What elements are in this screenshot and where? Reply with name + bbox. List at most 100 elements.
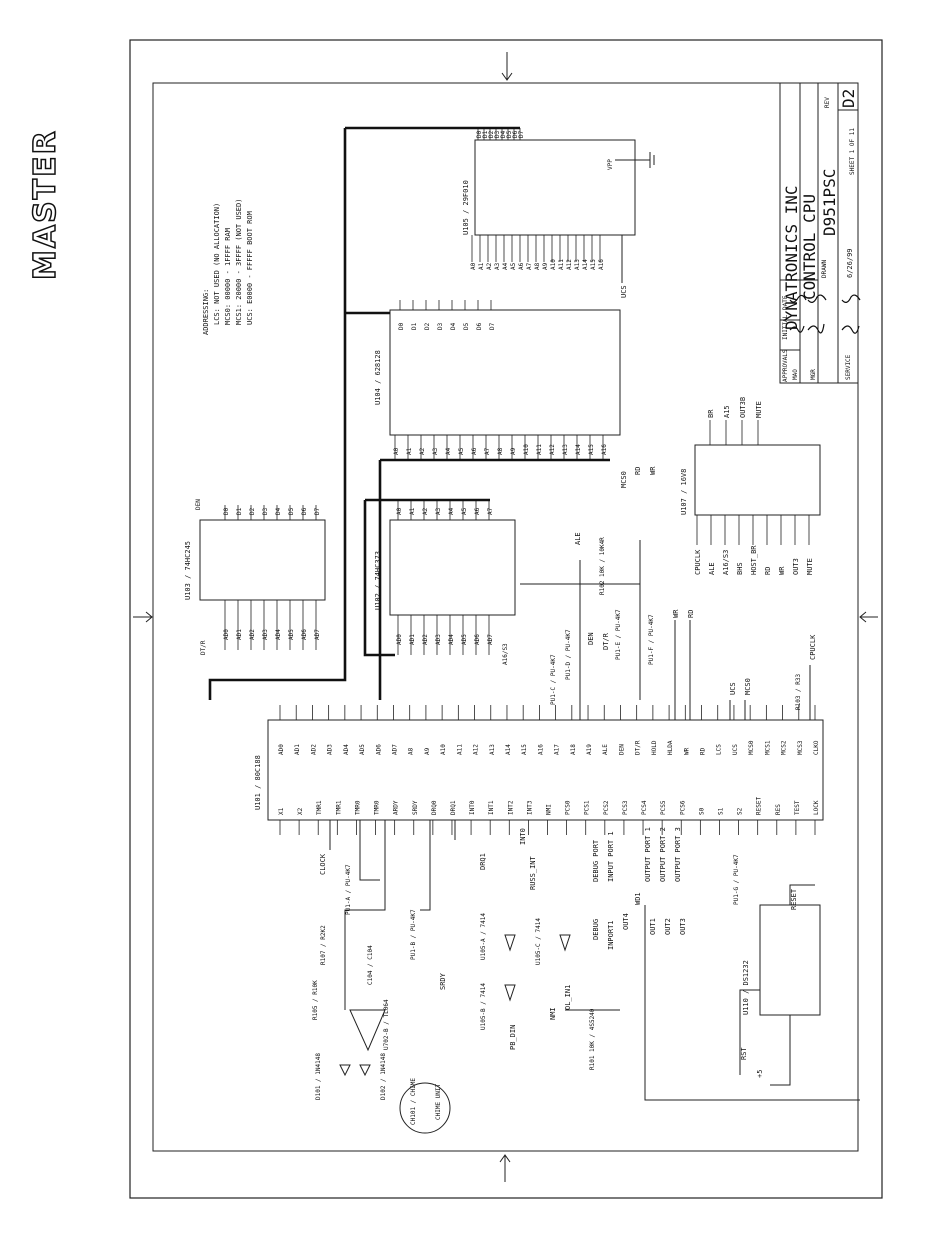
u101-pin-left: S0 [698, 807, 705, 815]
u107-input-label: BHS [736, 562, 744, 575]
u104-addr-label: A13 [562, 444, 569, 455]
u101-pin-left: NMI [546, 804, 553, 815]
u101-pin-left: INT1 [488, 800, 495, 815]
svg-text:OUT1: OUT1 [649, 918, 657, 935]
u103-ad-label: AD1 [236, 629, 243, 640]
svg-text:WR: WR [672, 609, 680, 618]
u101-pin-right: UCS [732, 744, 739, 755]
u101-pin-right: RD [700, 747, 707, 755]
u104-addr-label: A8 [497, 447, 504, 455]
u105-addr-label: A10 [550, 259, 557, 270]
u107-input-label: OUT3 [792, 558, 800, 575]
addressing-line-4: UCS: E0000 - FFFFF BOOT ROM [246, 211, 254, 325]
u101-pin-left: PCS1 [584, 800, 591, 815]
svg-text:DEN: DEN [587, 632, 595, 645]
u101-pin-right: ALE [602, 744, 609, 755]
drawn-label: DRAWN [821, 260, 828, 278]
u101-pin-right: A14 [505, 744, 512, 755]
u107-input-label: HOST_BR [750, 545, 758, 575]
u107-input-label: CPUCLK [694, 549, 702, 575]
svg-text:OUT3: OUT3 [679, 918, 687, 935]
u101-pin-left: S2 [737, 807, 744, 815]
u107-output-label: BR [707, 409, 715, 418]
u102-ad-label: AD5 [461, 634, 468, 645]
u103-data-label: D6 [301, 507, 308, 515]
signatures [789, 294, 861, 334]
u101-pin-right: A8 [408, 747, 415, 755]
u102-a-label: A0 [396, 507, 403, 515]
row-mgr: MGR [810, 369, 817, 380]
u101-pin-left: TMR1 [335, 800, 342, 815]
u110-reset: U110 / DS1232 RST RESET +5 PU1-G / PU-4K… [733, 854, 821, 1086]
u101-pin-right: A15 [521, 744, 528, 755]
u101-pin-right: WR [683, 747, 690, 755]
u104-addr-label: A12 [549, 444, 556, 455]
u101-pin-left: S1 [717, 807, 724, 815]
u105-addr-label: A14 [582, 259, 589, 270]
u105-data-label: D4 [500, 130, 507, 138]
u105-addr-label: A16 [598, 259, 605, 270]
u105-data-label: D7 [518, 130, 525, 138]
svg-text:DRQ1: DRQ1 [479, 853, 487, 870]
u102-ad-label: AD6 [474, 634, 481, 645]
u104-addr-label: A1 [406, 447, 413, 455]
svg-text:U103 / 74HC245: U103 / 74HC245 [184, 541, 192, 600]
u105-addr-label: A6 [518, 262, 525, 270]
u104-data-label: D0 [398, 322, 405, 330]
ale-net: ALE [574, 532, 582, 545]
u105-data-label: D2 [488, 130, 495, 138]
u107-input-label: MUTE [806, 558, 814, 575]
u101-pin-right: DEN [618, 744, 625, 755]
revision: D2 [839, 89, 858, 108]
u104-addr-label: A10 [523, 444, 530, 455]
u104-data-label: D2 [424, 322, 431, 330]
u105-addr-label: A11 [558, 259, 565, 270]
u104-addr-label: A4 [445, 447, 452, 455]
u101-pin-left: PCS5 [660, 800, 667, 815]
u101-pin-right: LCS [716, 744, 723, 755]
u105-data-label: D3 [494, 130, 501, 138]
u103-ad-label: AD3 [262, 629, 269, 640]
svg-text:OUT2: OUT2 [664, 918, 672, 935]
initial-label: INITIAL [782, 314, 789, 340]
u103-data-label: D5 [288, 507, 295, 515]
u101-pin-left: ARDY [393, 800, 400, 815]
u105-addr-label: A2 [486, 262, 493, 270]
u101-pin-right: AD6 [375, 744, 382, 755]
svg-text:VPP: VPP [607, 159, 614, 170]
svg-text:RUSS_INT: RUSS_INT [529, 855, 537, 890]
svg-text:U110 / DS1232: U110 / DS1232 [742, 960, 750, 1015]
u104-data-label: D1 [411, 322, 418, 330]
u101-pin-left: PCS0 [565, 800, 572, 815]
u102-ad-label: AD7 [487, 634, 494, 645]
u103-ad-label: AD5 [288, 629, 295, 640]
u101-pin-left: TMR0 [354, 800, 361, 815]
svg-text:C104 / C104: C104 / C104 [367, 945, 374, 985]
u105-data-label: D0 [476, 130, 483, 138]
svg-text:DT/R: DT/R [602, 632, 610, 650]
addressing-line-2: MCS0: 00000 - 1FFFF RAM [224, 228, 232, 325]
u105-data-label: D1 [482, 130, 489, 138]
u102-ad-label: AD4 [448, 634, 455, 645]
u105-data-label: D6 [512, 130, 519, 138]
svg-text:WD1: WD1 [634, 892, 642, 905]
svg-text:RD: RD [634, 467, 642, 475]
u101-pin-right: A10 [440, 744, 447, 755]
u101-pin-left: TMR0 [374, 800, 381, 815]
u102-a-label: A3 [435, 507, 442, 515]
u107-input-label: WR [778, 566, 786, 575]
svg-text:WR: WR [649, 466, 657, 475]
u101-pin-left: RESET [756, 797, 763, 815]
u101-pin-right: CLKO [813, 740, 820, 755]
u101-pin-right: AD3 [327, 744, 334, 755]
u104-addr-label: A3 [432, 447, 439, 455]
svg-text:INPUT PORT 1: INPUT PORT 1 [607, 831, 615, 882]
u101-pin-right: A16 [537, 744, 544, 755]
svg-text:R103 / R33: R103 / R33 [795, 673, 802, 710]
u107-output-label: A15 [723, 405, 731, 418]
u101-pin-right: A19 [586, 744, 593, 755]
svg-text:SRDY: SRDY [439, 972, 447, 990]
svg-text:+5: +5 [756, 1070, 764, 1078]
